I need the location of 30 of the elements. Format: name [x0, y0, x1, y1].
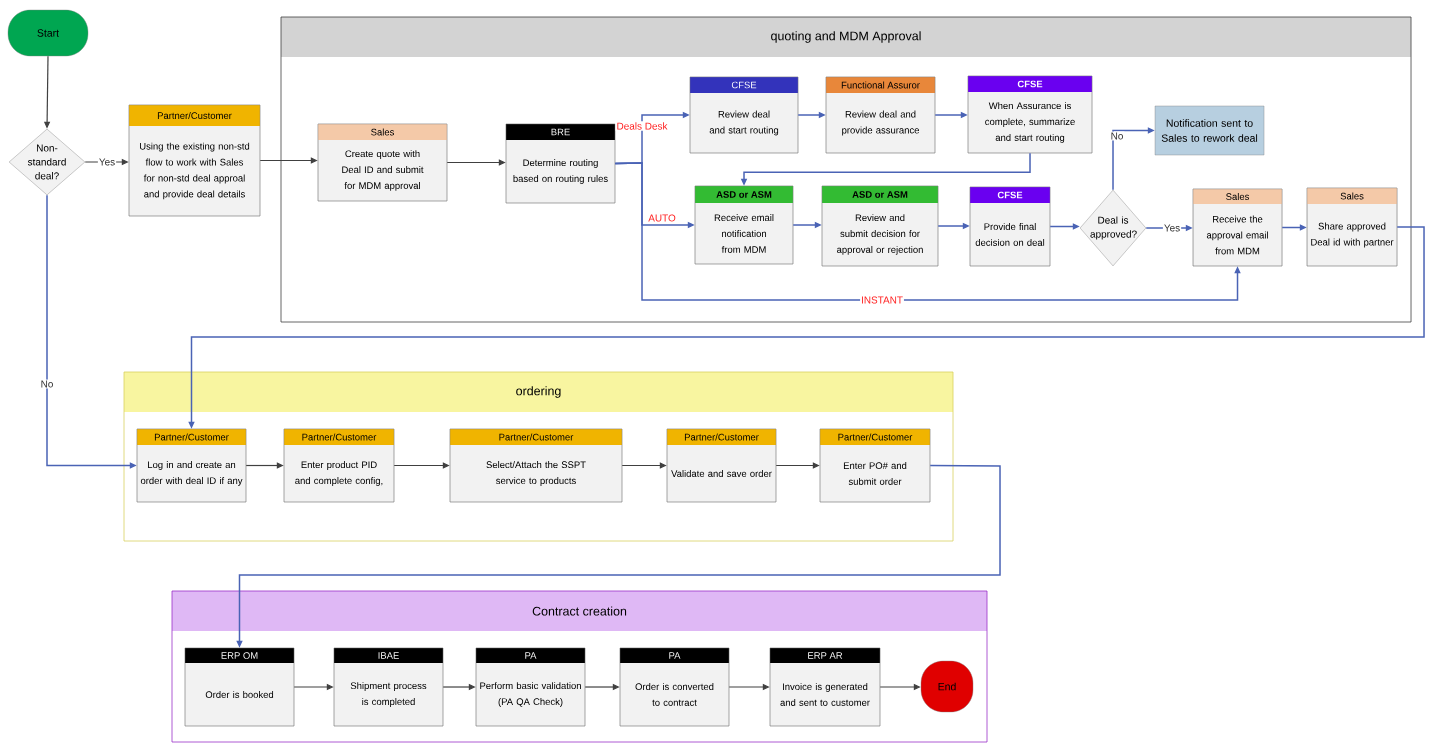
edge-label: No	[1109, 131, 1125, 141]
process-box: PA Order is converted to contract	[619, 647, 730, 727]
edge-label: AUTO	[647, 213, 677, 223]
process-box: Sales Create quote with Deal ID and submit for MDM approval	[317, 123, 448, 202]
process-box: Partner/Customer Enter product PID and complete config,	[283, 428, 395, 503]
process-box: Sales Share approved Deal id with partner	[1306, 187, 1398, 267]
process-box: IBAE Shipment process is completed	[333, 647, 444, 727]
process-box: CFSE Review deal and start routing	[689, 76, 799, 154]
edge-label: Deals Desk	[615, 121, 669, 131]
notification-box: Notification sent to Sales to rework deal	[1154, 105, 1265, 156]
process-box: BRE Determine routing based on routing rules	[505, 123, 616, 204]
arrow	[614, 162, 1241, 301]
process-box: ERP OM Order is booked	[184, 647, 295, 727]
edge-label: Yes	[1162, 223, 1182, 233]
process-box: Partner/Customer Using the existing non-std flow to work with Sales for non-std deal approal and provide deal details	[128, 104, 261, 217]
process-box: ASD or ASM Receive email notification from MDM	[694, 185, 794, 265]
process-box: ASD or ASM Review and submit decision for approval or rejection	[821, 185, 939, 267]
edge-label: No	[39, 379, 55, 389]
process-box: PA Perform basic validation (PA QA Check)	[475, 647, 586, 727]
process-box: Partner/Customer Log in and create an order with deal ID if any	[136, 428, 247, 503]
process-box: Partner/Customer Validate and save order	[666, 428, 777, 503]
edge-label: INSTANT	[860, 295, 904, 305]
process-box: ERP AR Invoice is generated and sent to customer	[769, 647, 881, 727]
process-box: Functional Assuror Review deal and provide assurance	[825, 76, 936, 154]
process-box: CFSE When Assurance is complete, summarize and start routing	[967, 75, 1093, 154]
edge-label: Yes	[97, 157, 117, 167]
process-box: Partner/Customer Select/Attach the SSPT service to products	[449, 428, 623, 503]
process-box: CFSE Provide final decision on deal	[969, 186, 1051, 267]
process-box: Partner/Customer Enter PO# and submit order	[819, 428, 931, 503]
process-box: Sales Receive the approval email from MDM	[1192, 188, 1283, 267]
